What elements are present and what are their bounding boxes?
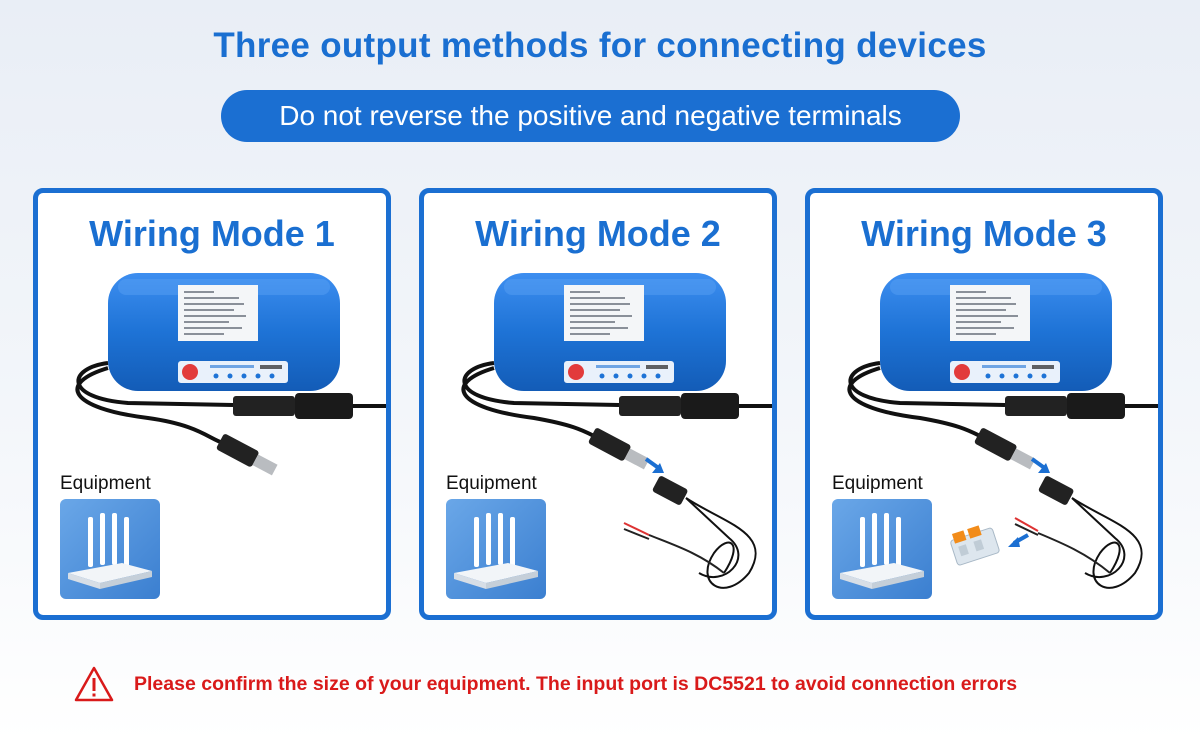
card-title: Wiring Mode 3 [861, 213, 1107, 254]
wiring-mode-1-card: Wiring Mode 1 Equipment [33, 188, 391, 620]
wiring-mode-2-card: Wiring Mode 2 Equipment [419, 188, 777, 620]
wiring-mode-3-card: Wiring Mode 3 Equipment [805, 188, 1163, 620]
warning-triangle-icon [74, 666, 114, 702]
wiring-mode-1-illustration [75, 273, 386, 476]
subtitle-banner: Do not reverse the positive and negative… [221, 90, 960, 142]
equipment-label: Equipment [832, 473, 923, 494]
card-title: Wiring Mode 1 [89, 213, 335, 254]
wiring-mode-2-illustration [461, 273, 772, 589]
page-title: Three output methods for connecting devi… [213, 26, 987, 65]
router-image [446, 499, 546, 599]
equipment-label: Equipment [446, 473, 537, 494]
card-title: Wiring Mode 2 [475, 213, 721, 254]
router-image [60, 499, 160, 599]
warning-notice: Please confirm the size of your equipmen… [74, 665, 1017, 703]
warning-text: Please confirm the size of your equipmen… [134, 672, 1018, 695]
router-image [832, 499, 932, 599]
wiring-mode-3-illustration [847, 273, 1158, 589]
equipment-label: Equipment [60, 473, 151, 494]
